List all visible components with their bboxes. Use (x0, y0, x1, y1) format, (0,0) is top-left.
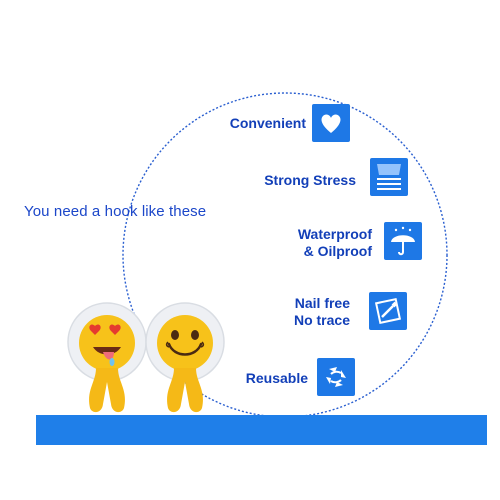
headline-text: You need a hook like these (24, 203, 207, 220)
feature-nail-free-line2: No trace (293, 312, 350, 328)
feature-reusable-label: Reusable (246, 370, 308, 387)
feature-reusable-line1: Reusable (245, 370, 308, 386)
bottom-bar (36, 415, 487, 445)
no-nail-icon (369, 292, 407, 330)
feature-strong-stress-line1: Strong Stress (264, 172, 356, 188)
recycle-icon (317, 358, 355, 396)
feature-nail-free-label: Nail free No trace (294, 295, 350, 329)
feature-convenient-line1: Convenient (229, 115, 306, 131)
smiley-emoji-hook (145, 302, 225, 413)
feature-convenient-label: Convenient (230, 115, 306, 132)
heart-icon (312, 104, 350, 142)
stress-lines-icon (370, 158, 408, 196)
umbrella-icon (384, 222, 422, 260)
feature-strong-stress-label: Strong Stress (264, 172, 356, 189)
feature-waterproof-line2: & Oilproof (303, 243, 372, 259)
feature-waterproof-line1: Waterproof (297, 226, 372, 242)
heart-eyes-emoji-hook (67, 302, 147, 413)
feature-waterproof-label: Waterproof & Oilproof (298, 226, 372, 260)
feature-nail-free-line1: Nail free (294, 295, 350, 311)
